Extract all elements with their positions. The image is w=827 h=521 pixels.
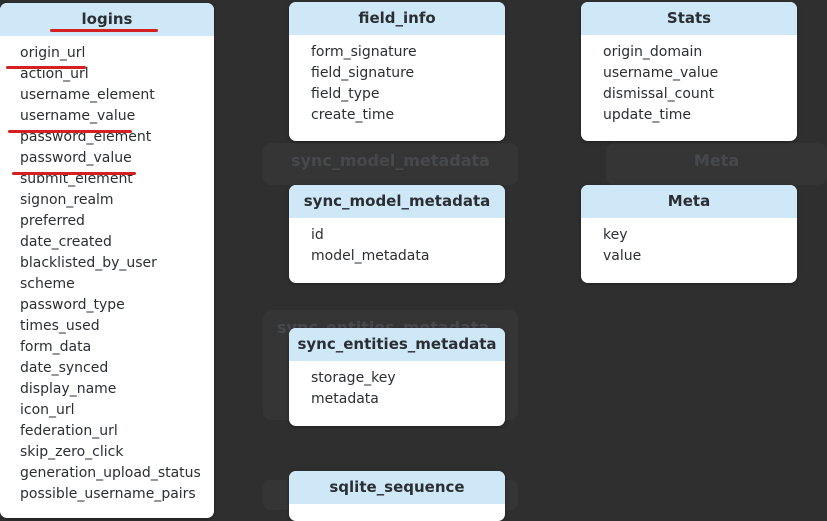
field-list: key value [603, 225, 797, 267]
table-header[interactable]: Meta [581, 185, 797, 218]
field-skip-zero-click: skip_zero_click [20, 444, 124, 460]
ghost-sync-model-metadata: sync_model_metadata [263, 143, 518, 185]
annotation-underline-password-value [12, 172, 136, 175]
ghost-title: Meta [693, 151, 740, 170]
field-scheme: scheme [20, 276, 75, 292]
field-field-type: field_type [311, 86, 380, 102]
field-create-time: create_time [311, 107, 395, 123]
field-username-element: username_element [20, 87, 155, 103]
field-list: origin_domain username_value dismissal_cou… [603, 42, 797, 126]
field-id: id [311, 227, 324, 243]
field-submit-element: submit_element [20, 171, 133, 187]
field-dismissal-count: dismissal_count [603, 86, 715, 102]
field-list: id model_metadata [311, 225, 505, 267]
field-generation-upload-status: generation_upload_status [20, 465, 201, 481]
table-header[interactable]: sync_model_metadata [289, 185, 505, 218]
field-date-synced: date_synced [20, 360, 109, 376]
table-header[interactable]: sync_entities_metadata [289, 328, 505, 361]
field-field-signature: field_signature [311, 65, 415, 81]
field-possible-username-pairs: possible_username_pairs [20, 486, 196, 502]
field-model-metadata: model_metadata [311, 248, 430, 264]
field-key: key [603, 227, 628, 243]
field-password-element: password_element [20, 129, 152, 145]
field-times-used: times_used [20, 318, 100, 334]
field-username-value: username_value [20, 108, 136, 124]
field-storage-key: storage_key [311, 370, 396, 386]
table-header[interactable]: sqlite_sequence [289, 471, 505, 504]
field-icon-url: icon_url [20, 402, 75, 418]
field-form-data: form_data [20, 339, 92, 355]
field-federation-url: federation_url [20, 423, 118, 439]
field-origin-domain: origin_domain [603, 44, 703, 60]
field-display-name: display_name [20, 381, 117, 397]
field-action-url: action_url [20, 66, 89, 82]
field-password-type: password_type [20, 297, 125, 313]
annotation-underline-username-value [8, 130, 132, 133]
field-value: value [603, 248, 642, 264]
field-preferred: preferred [20, 213, 85, 229]
field-password-value: password_value [20, 150, 132, 166]
field-username-value: username_value [603, 65, 719, 81]
field-origin-url: origin_url [20, 45, 86, 61]
table-sqlite-sequence[interactable]: sqlite_sequence [289, 471, 505, 521]
table-header[interactable]: field_info [289, 2, 505, 35]
field-signon-realm: signon_realm [20, 192, 114, 208]
field-update-time: update_time [603, 107, 691, 123]
ghost-meta: Meta [606, 143, 827, 185]
field-list: storage_key metadata [311, 368, 505, 410]
annotation-underline-origin-url [6, 66, 86, 69]
table-field-info[interactable]: field_info form_signature field_signature… [289, 2, 505, 141]
ghost-title: sync_model_metadata [291, 151, 490, 170]
field-date-created: date_created [20, 234, 112, 250]
table-sync-model-metadata[interactable]: sync_model_metadata id model_metadata [289, 185, 505, 283]
field-metadata: metadata [311, 391, 379, 407]
table-header[interactable]: Stats [581, 2, 797, 35]
field-blacklisted-by-user: blacklisted_by_user [20, 255, 157, 271]
field-form-signature: form_signature [311, 44, 417, 60]
table-meta[interactable]: Meta key value [581, 185, 797, 283]
annotation-underline-title [50, 29, 158, 32]
